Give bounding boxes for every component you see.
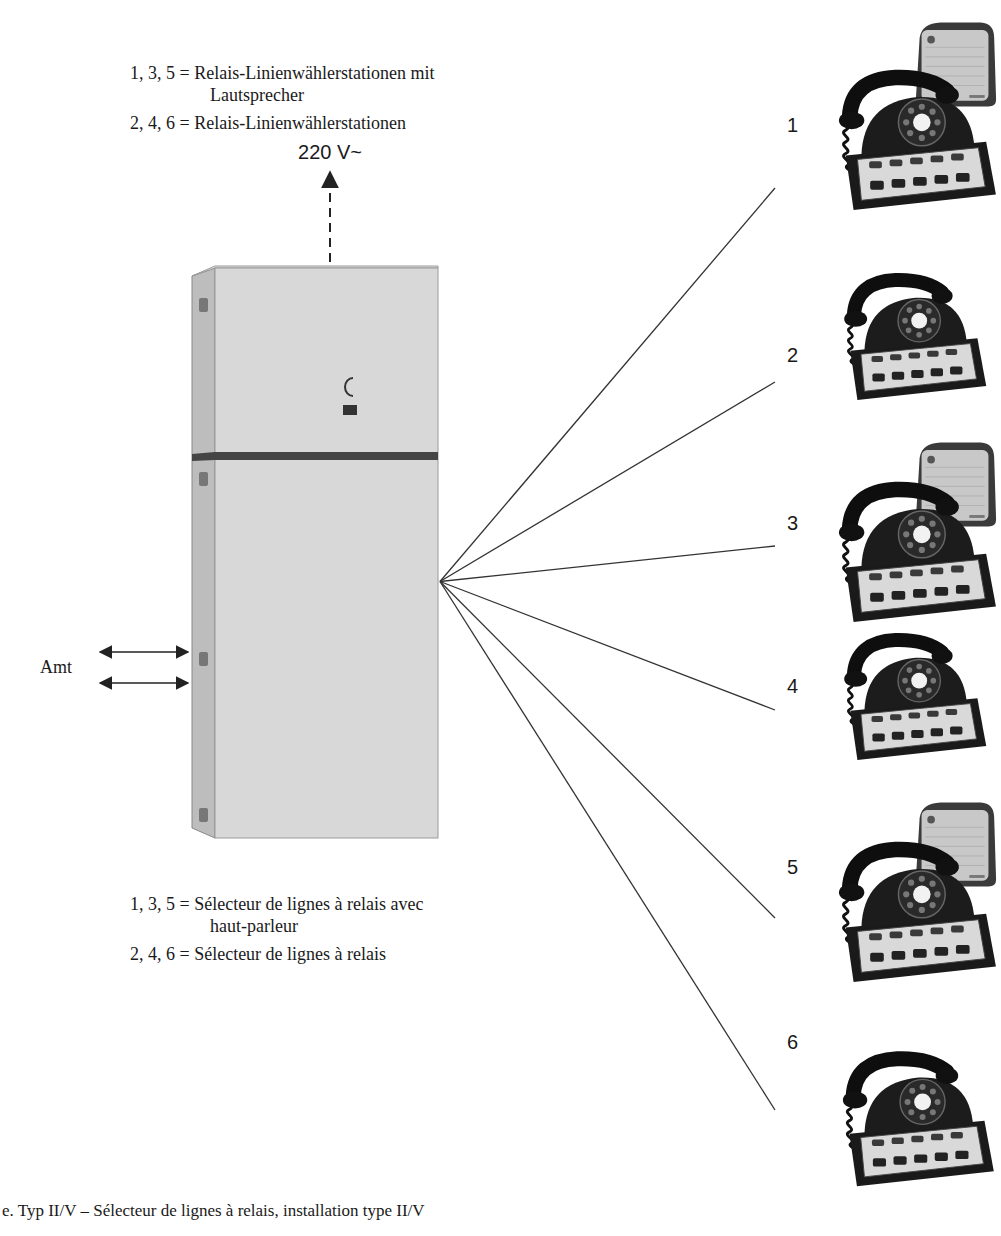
callout-number: 4 (787, 675, 798, 697)
pilot-lamp (345, 378, 353, 396)
telephone (839, 77, 996, 210)
power-arrow (329, 172, 331, 262)
legend-note: 1, 3, 5 = Relais-Linienwählerstationen m… (130, 62, 455, 106)
telephone (844, 640, 986, 760)
cabinet-front (215, 268, 438, 838)
station-box: 5 (775, 798, 1000, 988)
callout-number: 6 (787, 1031, 798, 1053)
cabinet-side (192, 268, 215, 838)
hinge (199, 472, 208, 486)
station-box: 3 (775, 438, 1000, 628)
station-box: 4 (775, 622, 1000, 766)
switch (343, 405, 357, 415)
hinge (199, 652, 208, 666)
callout-number: 2 (787, 344, 798, 366)
cabinet-divider (192, 452, 438, 461)
legend-note: 2, 4, 6 = Sélecteur de lignes à relais (130, 943, 386, 965)
cabinet-box: 220 V~ (190, 268, 440, 838)
telephone (844, 280, 986, 400)
station-line (440, 382, 775, 582)
exchange-arrow (100, 682, 188, 684)
voltage-label: 220 V~ (270, 140, 390, 164)
legend-note: 2, 4, 6 = Relais-Linienwählerstationen (130, 112, 406, 134)
hinge (199, 298, 208, 312)
figure-caption: e. Typ II/V – Sélecteur de lignes à rela… (2, 1200, 425, 1222)
callout-number: 1 (787, 114, 798, 136)
station-line (440, 582, 775, 919)
station-box: 1 (775, 20, 1000, 215)
cabinet (192, 266, 438, 838)
station-box: 2 (775, 262, 1000, 406)
telephone (839, 489, 996, 622)
callout-number: 3 (787, 512, 798, 534)
station-box: 6 (775, 1000, 1000, 1230)
station-line (440, 188, 775, 582)
exchange-label: Amt (40, 656, 72, 678)
station-line (440, 582, 775, 1111)
hinge (199, 808, 208, 822)
station-line (440, 582, 775, 711)
station-line (440, 546, 775, 582)
telephone (839, 849, 996, 982)
legend-note: 1, 3, 5 = Sélecteur de lignes à relais a… (130, 893, 455, 937)
exchange-arrow (100, 651, 188, 653)
callout-number: 5 (787, 856, 798, 878)
telephone (843, 1059, 994, 1187)
